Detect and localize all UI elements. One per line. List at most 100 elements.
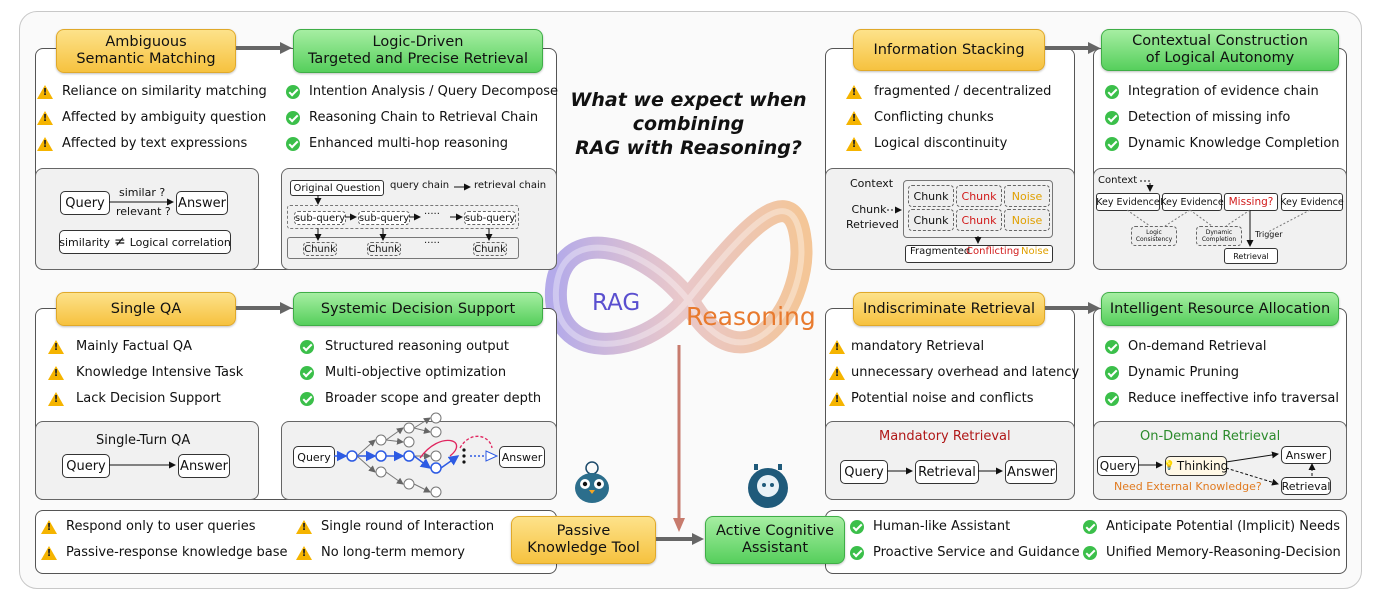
check-icon xyxy=(850,545,864,560)
logic-consistency-box: Logic Consistency xyxy=(1131,226,1177,246)
link-line xyxy=(1189,209,1213,227)
answer-box: Answer xyxy=(178,454,230,478)
bl-problem-2: Knowledge Intensive Task xyxy=(48,365,243,380)
tl-to-header: Logic-Driven Targeted and Precise Retrie… xyxy=(293,29,543,73)
sub-query-box: sub-query xyxy=(464,211,516,225)
trigger-label: Trigger xyxy=(1255,230,1283,239)
mandatory-retrieval-label: Mandatory Retrieval xyxy=(879,429,1011,444)
thinking-box: 💡Thinking xyxy=(1164,456,1228,476)
warning-icon xyxy=(296,519,312,534)
bl-problem-text: Mainly Factual QA xyxy=(76,339,193,354)
decision-tree xyxy=(334,412,499,498)
context-label: Context xyxy=(850,177,894,190)
noise-label: Noise xyxy=(1021,246,1049,257)
tl-solution-2: Reasoning Chain to Retrieval Chain xyxy=(286,110,538,125)
active-assistant-header: Active Cognitive Assistant xyxy=(705,516,845,564)
bottom-problem-text: Single round of Interaction xyxy=(321,519,495,534)
answer-box: Answer xyxy=(1281,446,1331,464)
query-box: Query xyxy=(840,460,888,484)
context-label: Context xyxy=(1098,175,1138,186)
tr-problem-text: fragmented / decentralized xyxy=(874,84,1052,99)
single-turn-label: Single-Turn QA xyxy=(96,433,191,448)
tr-solution-1: Integration of evidence chain xyxy=(1105,84,1319,99)
tr-problem-text: Conflicting chunks xyxy=(874,110,994,125)
tr-right-diagram xyxy=(1093,168,1347,270)
br-problem-text: mandatory Retrieval xyxy=(851,339,985,354)
tl-solution-1: Intention Analysis / Query Decompose xyxy=(286,84,558,99)
relevant-label: relevant ? xyxy=(116,205,171,218)
br-solution-3: Reduce ineffective info traversal xyxy=(1105,391,1339,406)
bottom-problem-3: Single round of Interaction xyxy=(296,519,494,534)
tl-problem-3: Affected by text expressions xyxy=(37,136,247,151)
tr-from-header: Information Stacking xyxy=(853,29,1045,71)
bl-solution-text: Broader scope and greater depth xyxy=(325,391,542,406)
chunk-box: Chunk xyxy=(367,242,401,256)
warning-icon xyxy=(48,365,64,380)
warning-icon xyxy=(846,136,862,151)
tr-problem-2: Conflicting chunks xyxy=(846,110,994,125)
warning-icon xyxy=(48,391,64,406)
br-problem-3: Potential noise and conflicts xyxy=(829,391,1034,406)
chunk-box: Chunk xyxy=(908,209,954,231)
bottom-solution-3: Anticipate Potential (Implicit) Needs xyxy=(1083,519,1340,534)
bl-to-header: Systemic Decision Support xyxy=(293,292,543,326)
sub-query-box: sub-query xyxy=(358,211,410,225)
chunk-box: Chunk xyxy=(303,242,337,256)
conflicting-label: Conflicting xyxy=(966,246,1020,257)
check-icon xyxy=(1105,365,1119,380)
tr-problem-3: Logical discontinuity xyxy=(846,136,1007,151)
bl-solution-text: Multi-objective optimization xyxy=(325,365,507,380)
tl-solution-text: Enhanced multi-hop reasoning xyxy=(309,136,509,151)
warning-icon xyxy=(829,365,845,380)
tr-solution-2: Detection of missing info xyxy=(1105,110,1290,125)
br-solution-text: Dynamic Pruning xyxy=(1128,365,1240,380)
arrow xyxy=(1225,467,1279,486)
bottom-solution-text: Anticipate Potential (Implicit) Needs xyxy=(1106,519,1340,534)
check-icon xyxy=(850,519,864,534)
bottom-problem-1: Respond only to user queries xyxy=(41,519,256,534)
arrow xyxy=(1225,451,1279,463)
bottom-solution-text: Unified Memory-Reasoning-Decision xyxy=(1106,545,1341,560)
tl-problem-1: Reliance on similarity matching xyxy=(37,84,267,99)
noise-box: Noise xyxy=(1004,185,1050,207)
check-icon xyxy=(286,84,300,99)
tr-problem-1: fragmented / decentralized xyxy=(846,84,1051,99)
bl-problem-1: Mainly Factual QA xyxy=(48,339,192,354)
similarity-box: similarity ≠ Logical correlation xyxy=(59,230,231,254)
tl-solution-text: Reasoning Chain to Retrieval Chain xyxy=(309,110,539,125)
tr-problem-text: Logical discontinuity xyxy=(874,136,1008,151)
br-solution-1: On-demand Retrieval xyxy=(1105,339,1266,354)
tr-solution-text: Integration of evidence chain xyxy=(1128,84,1319,99)
check-icon xyxy=(1105,391,1119,406)
similar-label: similar ? xyxy=(119,186,166,199)
logical-correlation-text: Logical correlation xyxy=(129,235,231,249)
bl-problem-text: Knowledge Intensive Task xyxy=(76,365,244,380)
bottom-problem-text: No long-term memory xyxy=(321,545,465,560)
warning-icon xyxy=(41,519,57,534)
reasoning-label: Reasoning xyxy=(686,302,816,331)
center-title-line: combining xyxy=(632,113,745,135)
br-problem-text: unnecessary overhead and latency xyxy=(851,365,1080,380)
tr-solution-text: Dynamic Knowledge Completion xyxy=(1128,136,1340,151)
warning-icon xyxy=(37,136,53,151)
check-icon xyxy=(1083,519,1097,534)
check-icon xyxy=(1105,339,1119,354)
check-icon xyxy=(300,365,314,380)
warning-icon xyxy=(41,545,57,560)
bottom-solution-2: Proactive Service and Guidance xyxy=(850,545,1080,560)
retrieved-label: Retrieved xyxy=(846,218,899,231)
warning-icon xyxy=(37,110,53,125)
center-title-line: What we expect when xyxy=(570,89,807,111)
check-icon xyxy=(1105,84,1119,99)
outcome-frame xyxy=(905,245,1053,263)
tr-to-header: Contextual Construction of Logical Auton… xyxy=(1101,29,1339,71)
answer-box: Answer xyxy=(1005,460,1057,484)
robot-icon xyxy=(748,464,788,508)
query-chain-frame xyxy=(287,205,519,229)
bottom-solution-text: Human-like Assistant xyxy=(873,519,1011,534)
warning-icon xyxy=(37,84,53,99)
bottom-problem-text: Passive-response knowledge base xyxy=(66,545,288,560)
link-line xyxy=(1164,209,1191,227)
original-question-box: Original Question xyxy=(290,180,384,196)
